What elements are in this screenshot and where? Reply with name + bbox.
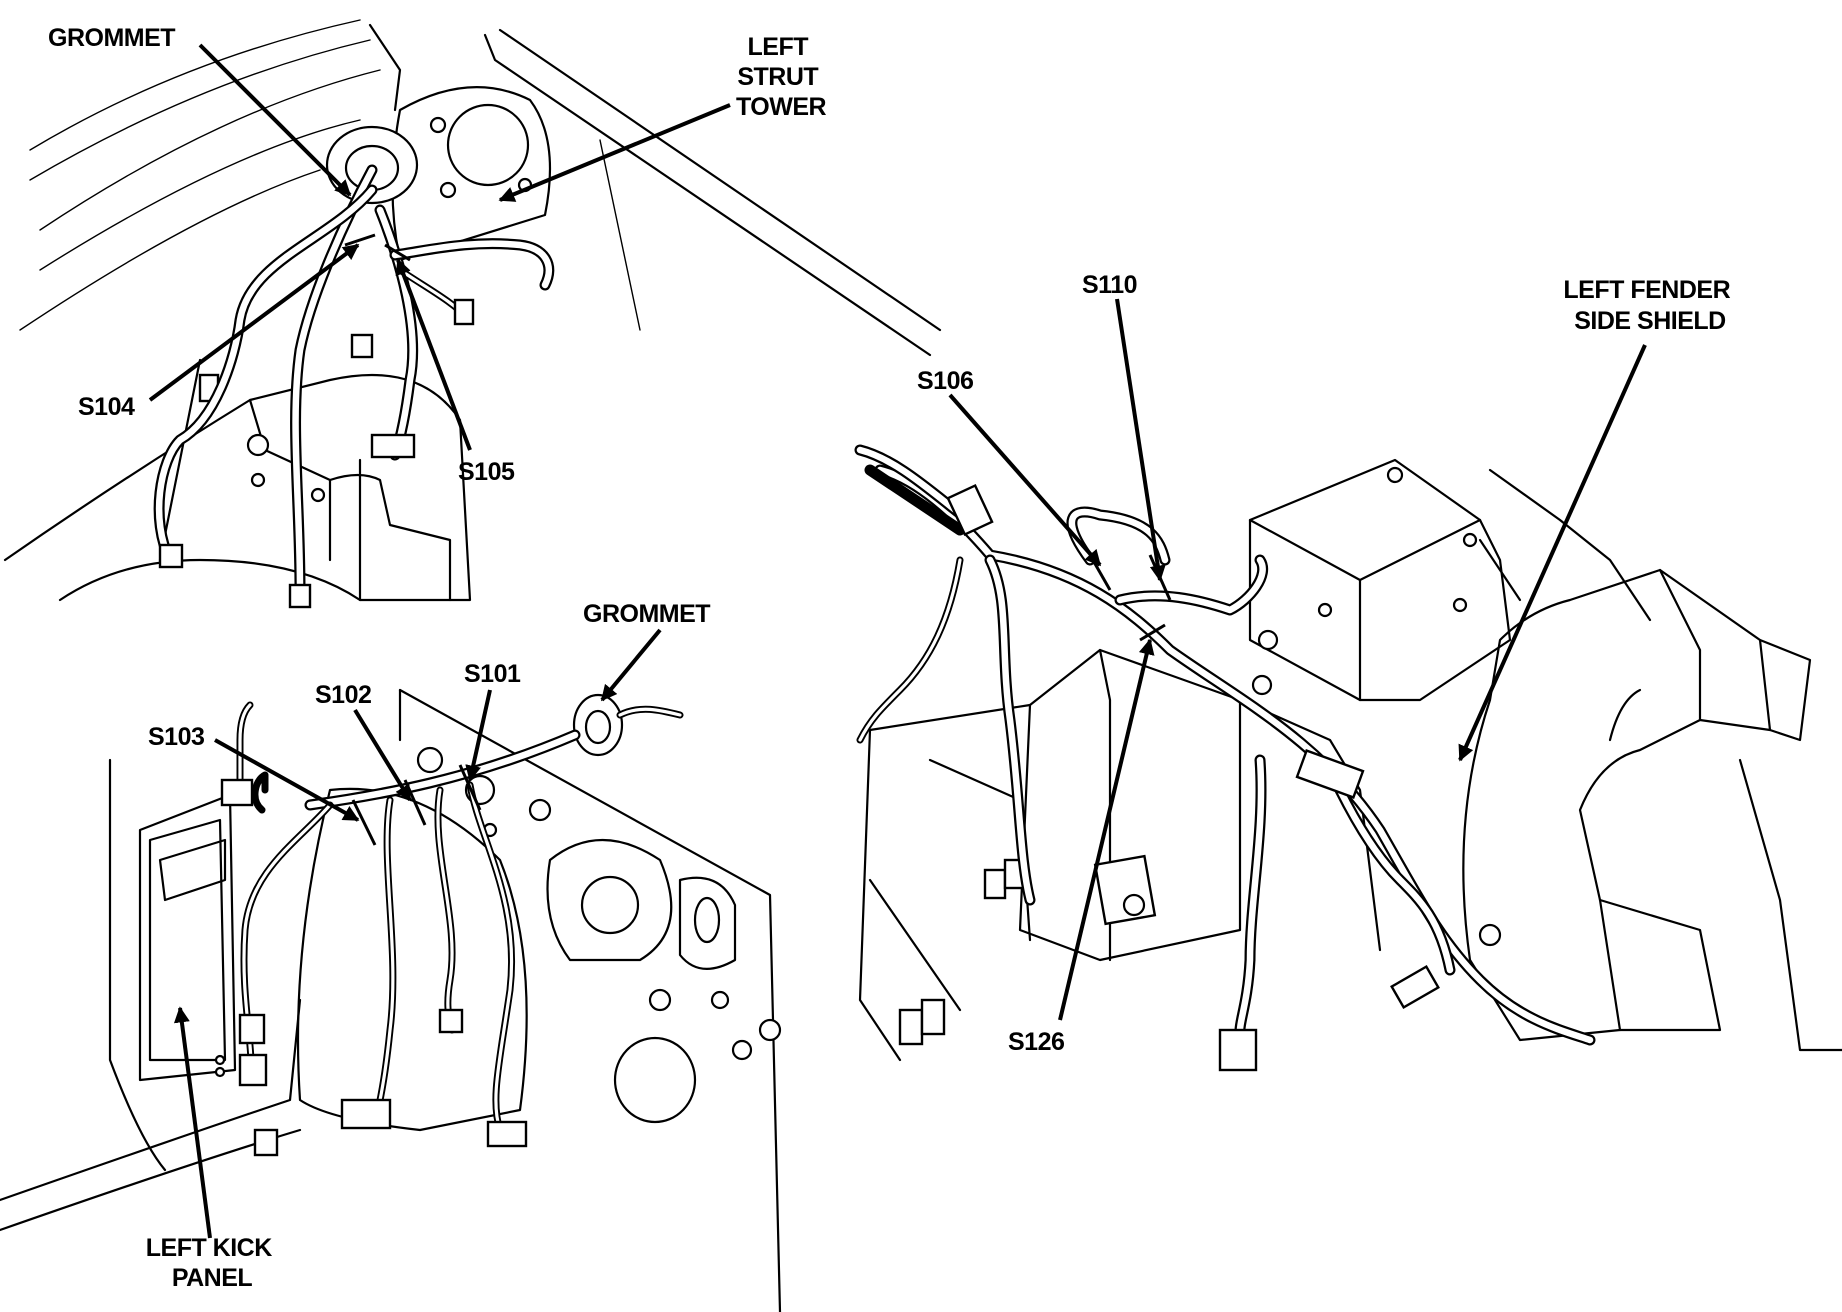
callout-labels: GROMMET LEFT STRUT TOWER S104 S105 GROMM… — [48, 24, 1736, 1292]
label-s110: S110 — [1082, 271, 1137, 299]
label-grommet-top: GROMMET — [48, 24, 175, 52]
label-s102: S102 — [315, 681, 371, 709]
leader-lines — [148, 43, 1647, 1239]
label-left-fender-side-shield: LEFT FENDER SIDE SHIELD — [1563, 276, 1736, 335]
kick-panel-view — [0, 688, 782, 1312]
label-s103: S103 — [148, 723, 204, 751]
label-grommet-mid: GROMMET — [583, 600, 710, 628]
label-s101: S101 — [464, 660, 521, 688]
label-s105: S105 — [458, 458, 515, 486]
strut-tower-view — [3, 19, 942, 609]
label-s104: S104 — [78, 393, 135, 421]
label-s106: S106 — [917, 367, 973, 395]
fender-shield-view — [854, 444, 1842, 1072]
label-left-strut-tower: LEFT STRUT TOWER — [736, 33, 827, 121]
label-left-kick-panel: LEFT KICK PANEL — [146, 1234, 279, 1292]
label-s126: S126 — [1008, 1028, 1064, 1056]
